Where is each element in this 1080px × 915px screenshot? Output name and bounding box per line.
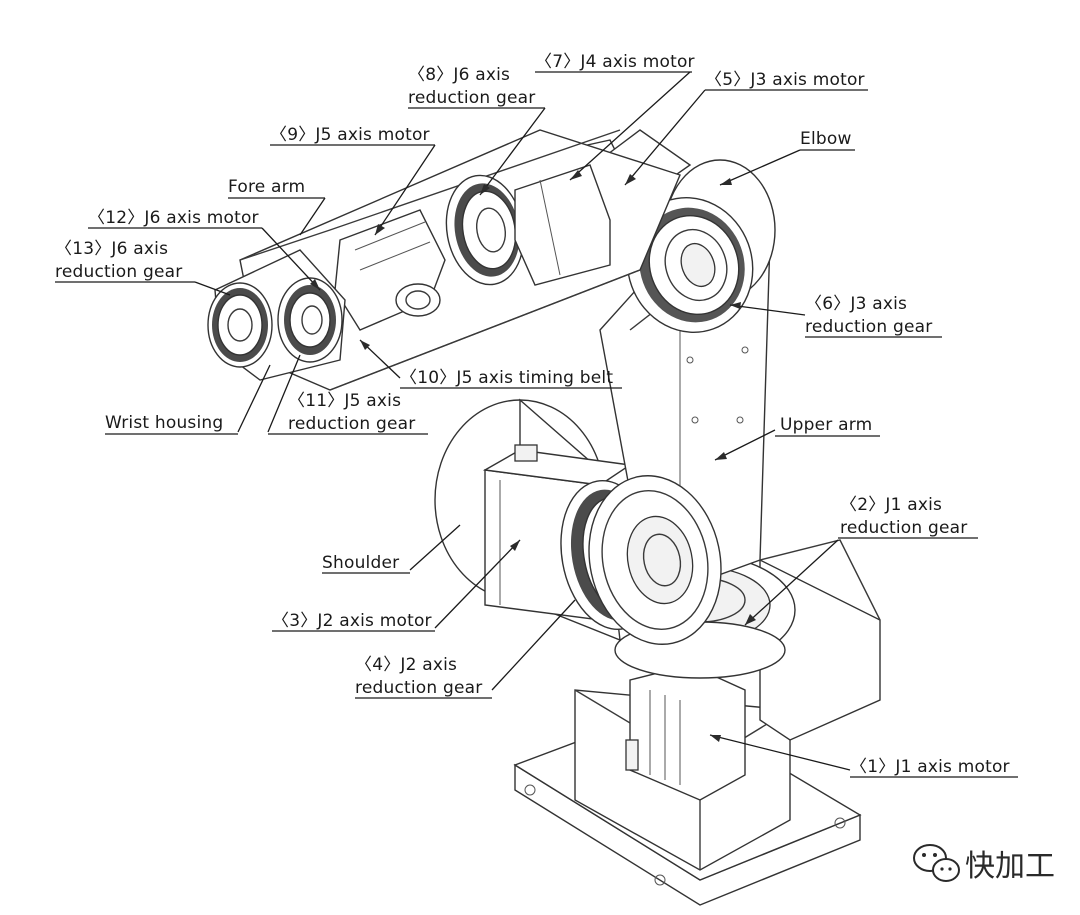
label-fore-arm: Fore arm — [228, 177, 305, 197]
labels: 〈7〉J4 axis motor 〈8〉J6 axis reduction ge… — [55, 52, 1018, 778]
fore-arm — [239, 129, 681, 391]
watermark-text: 快加工 — [965, 849, 1055, 884]
label-j6-axis-reduction-gear-top-2: reduction gear — [408, 88, 535, 108]
label-j6-axis-reduction-gear-wrist-1: 〈13〉J6 axis — [55, 239, 168, 259]
elbow — [626, 159, 776, 334]
label-j5-axis-timing-belt: 〈10〉J5 axis timing belt — [400, 368, 613, 388]
label-shoulder: Shoulder — [322, 553, 399, 573]
label-j5-axis-motor: 〈9〉J5 axis motor — [270, 125, 430, 145]
label-j1-axis-motor: 〈1〉J1 axis motor — [850, 757, 1010, 777]
label-j3-axis-motor: 〈5〉J3 axis motor — [705, 70, 865, 90]
robot-base — [513, 539, 881, 906]
label-j6-axis-reduction-gear-wrist-2: reduction gear — [55, 262, 182, 282]
label-j3-axis-reduction-gear-2: reduction gear — [805, 317, 932, 337]
wrist-housing — [207, 249, 346, 381]
label-j2-axis-reduction-gear-2: reduction gear — [355, 678, 482, 698]
label-j6-axis-reduction-gear-top-1: 〈8〉J6 axis — [408, 65, 510, 85]
label-j6-axis-motor: 〈12〉J6 axis motor — [88, 208, 259, 228]
label-j1-axis-reduction-gear-1: 〈2〉J1 axis — [840, 495, 942, 515]
leader-lines — [194, 71, 851, 771]
wechat-icon — [913, 844, 960, 882]
label-j5-axis-reduction-gear-2: reduction gear — [288, 414, 415, 434]
label-j4-axis-motor: 〈7〉J4 axis motor — [535, 52, 695, 72]
label-j5-axis-reduction-gear-1: 〈11〉J5 axis — [288, 391, 401, 411]
label-j2-axis-motor: 〈3〉J2 axis motor — [272, 611, 432, 631]
label-elbow: Elbow — [800, 129, 852, 149]
label-wrist-housing: Wrist housing — [105, 413, 223, 433]
label-j3-axis-reduction-gear-1: 〈6〉J3 axis — [805, 294, 907, 314]
label-upper-arm: Upper arm — [780, 415, 872, 435]
upper-arm — [588, 229, 771, 645]
watermark: 快加工 — [913, 844, 1055, 884]
label-j1-axis-reduction-gear-2: reduction gear — [840, 518, 967, 538]
label-j2-axis-reduction-gear-1: 〈4〉J2 axis — [355, 655, 457, 675]
